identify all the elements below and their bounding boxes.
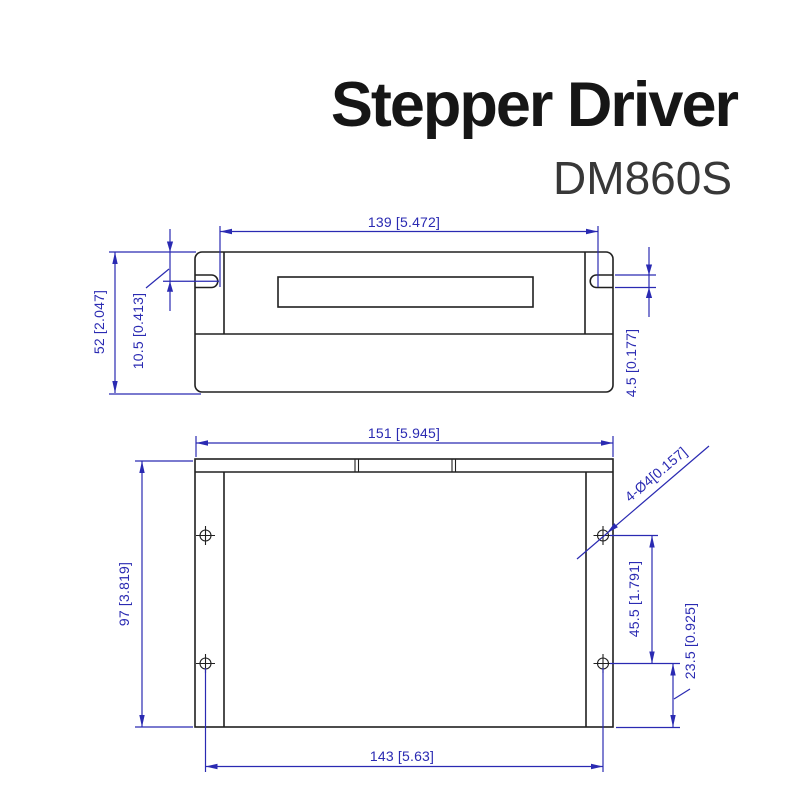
plan-view-dimensions: 151 [5.945] 97 [3.819] 143 [5.63] 45.5 [… bbox=[116, 425, 710, 772]
dim-23-5-label: 23.5 [0.925] bbox=[682, 603, 698, 679]
plan-view-outline bbox=[194, 458, 614, 728]
mounting-hole-top-right bbox=[593, 526, 613, 545]
arrowhead bbox=[166, 241, 174, 252]
dim-143-label: 143 [5.63] bbox=[370, 748, 434, 764]
side-view-dimensions: 139 [5.472] 52 [2.047] 10.5 [0.413] bbox=[91, 214, 656, 397]
side-view-right-mount-slot bbox=[589, 274, 613, 289]
side-view-label-recess bbox=[277, 276, 534, 308]
dim-4-5-label: 4.5 [0.177] bbox=[623, 329, 639, 397]
dim-45-5-label: 45.5 [1.791] bbox=[626, 561, 642, 637]
arrowhead bbox=[166, 281, 174, 292]
side-view-geometry bbox=[194, 251, 614, 393]
side-view-outline bbox=[194, 251, 614, 393]
arrowhead bbox=[607, 523, 618, 533]
dim-hole-callout-label: 4-Ø4[0.157] bbox=[621, 444, 690, 505]
side-view: 139 [5.472] 52 [2.047] 10.5 [0.413] bbox=[91, 214, 656, 397]
dim-10-5-label: 10.5 [0.413] bbox=[130, 293, 146, 369]
mounting-hole-top-left bbox=[196, 526, 215, 545]
hole-callout-leader bbox=[576, 445, 710, 560]
arrowhead bbox=[645, 264, 653, 275]
dim-139-label: 139 [5.472] bbox=[368, 214, 440, 230]
page-title: Stepper Driver bbox=[330, 70, 739, 140]
dim-52-label: 52 [2.047] bbox=[91, 290, 107, 354]
arrowhead bbox=[645, 287, 653, 298]
dim-97-label: 97 [3.819] bbox=[116, 562, 132, 626]
dim-151-label: 151 [5.945] bbox=[368, 425, 440, 441]
plan-view-geometry bbox=[194, 458, 614, 728]
leader-line bbox=[673, 688, 691, 700]
plan-view: 151 [5.945] 97 [3.819] 143 [5.63] 45.5 [… bbox=[116, 425, 710, 772]
model-number: DM860S bbox=[553, 152, 732, 204]
leader-line bbox=[145, 268, 170, 289]
